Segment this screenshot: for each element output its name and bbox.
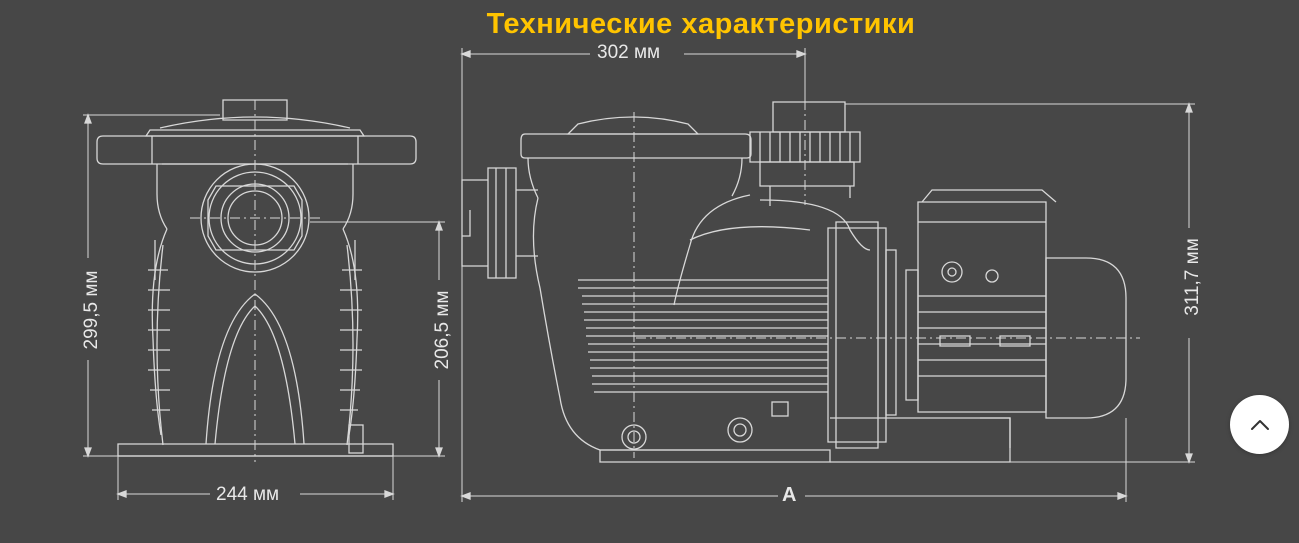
front-inlet-height-dimension: 206,5 мм [432,284,454,376]
front-width-dimension: 244 мм [212,484,284,506]
pump-side-view [460,48,1195,502]
page-title: Технические характеристики [486,8,916,40]
side-top-length-dimension: 302 мм [593,42,665,64]
chevron-up-icon [1250,419,1269,430]
scroll-to-top-button[interactable] [1230,395,1289,454]
pump-front-view [83,99,445,500]
side-total-length-dimension: A [778,484,801,506]
side-height-dimension: 311,7 мм [1182,231,1204,323]
front-height-dimension: 299,5 мм [81,266,103,354]
